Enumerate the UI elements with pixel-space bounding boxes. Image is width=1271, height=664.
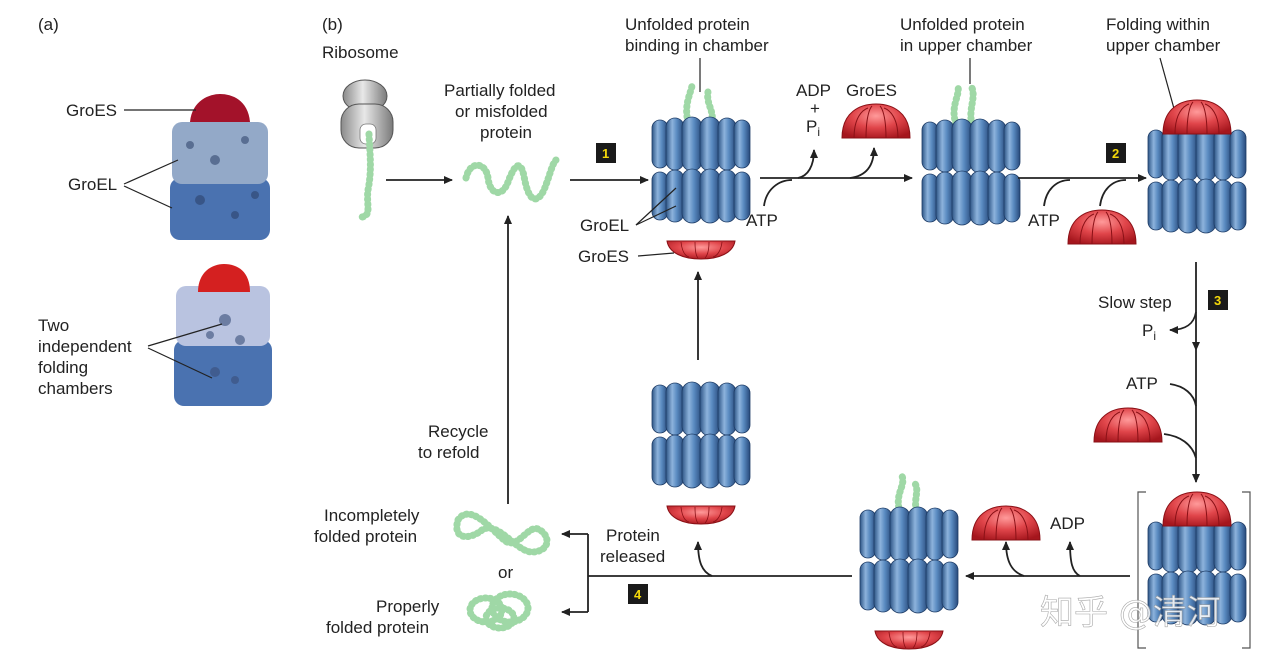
atp-label-2: ATP bbox=[1028, 211, 1060, 230]
folding-upper-label-1: Folding within bbox=[1106, 15, 1210, 34]
groel-complex-1 bbox=[651, 116, 751, 260]
nascent-protein-chain bbox=[358, 130, 374, 221]
unfolded-binding-label-2: binding in chamber bbox=[625, 36, 769, 55]
properly-label-1: Properly bbox=[376, 597, 440, 616]
chambers-label-line4: chambers bbox=[38, 379, 113, 398]
unfolded-binding-label-1: Unfolded protein bbox=[625, 15, 750, 34]
protein-released-label-1: Protein bbox=[606, 526, 660, 545]
protein-released-label-2: released bbox=[600, 547, 665, 566]
bracket-right bbox=[1242, 491, 1251, 649]
groes-cap-incoming-1 bbox=[1067, 209, 1137, 245]
recycle-label-1: Recycle bbox=[428, 422, 488, 441]
step-1-number: 1 bbox=[602, 146, 609, 161]
ribosome-label: Ribosome bbox=[322, 43, 399, 62]
groes-label-released: GroES bbox=[846, 81, 897, 100]
groel-complex-3 bbox=[1147, 99, 1247, 234]
misfolded-protein-icon bbox=[462, 156, 560, 203]
incompletely-folded-protein-icon bbox=[453, 510, 551, 556]
panel-a-label: (a) bbox=[38, 15, 59, 34]
groel-label-b: GroEL bbox=[580, 216, 629, 235]
groel-groes-structure-bottom bbox=[174, 264, 272, 406]
adp-label-1: ADP bbox=[796, 81, 831, 100]
groes-label-b: GroES bbox=[578, 247, 629, 266]
step-4-badge bbox=[628, 584, 648, 604]
pi-label-1: Pi bbox=[806, 117, 820, 139]
folding-upper-label-2: upper chamber bbox=[1106, 36, 1221, 55]
watermark-text: 知乎 @清河 bbox=[1040, 593, 1221, 633]
recycle-label-2: to refold bbox=[418, 443, 479, 462]
step-1-badge bbox=[596, 143, 616, 163]
partially-folded-label-2: or misfolded bbox=[455, 102, 548, 121]
step-2-number: 2 bbox=[1112, 146, 1119, 161]
properly-folded-protein-icon bbox=[466, 590, 532, 632]
adp-label-2: ADP bbox=[1050, 514, 1085, 533]
step-2-badge bbox=[1106, 143, 1126, 163]
partially-folded-label-3: protein bbox=[480, 123, 532, 142]
groes-label-a: GroES bbox=[66, 101, 117, 120]
groes-cap-incoming-2 bbox=[1093, 407, 1163, 443]
pi-label-2: Pi bbox=[1142, 321, 1156, 343]
groel-complex-6 bbox=[651, 381, 751, 525]
properly-label-2: folded protein bbox=[326, 618, 429, 637]
groes-cap-released-2 bbox=[971, 505, 1041, 541]
unfolded-upper-label-1: Unfolded protein bbox=[900, 15, 1025, 34]
slow-step-label: Slow step bbox=[1098, 293, 1172, 312]
step-3-badge bbox=[1208, 290, 1228, 310]
groel-complex-2 bbox=[921, 118, 1021, 226]
groel-complex-5 bbox=[859, 506, 959, 650]
chambers-label-line2: independent bbox=[38, 337, 132, 356]
bracket-left bbox=[1137, 491, 1146, 649]
partially-folded-label-1: Partially folded bbox=[444, 81, 556, 100]
atp-label-1: ATP bbox=[746, 211, 778, 230]
step-3-number: 3 bbox=[1214, 293, 1221, 308]
plus-label: + bbox=[810, 99, 820, 118]
groel-label-a: GroEL bbox=[68, 175, 117, 194]
incompletely-label-2: folded protein bbox=[314, 527, 417, 546]
chambers-label-line3: folding bbox=[38, 358, 88, 377]
groes-cap-released-1 bbox=[841, 103, 911, 139]
unfolded-upper-label-2: in upper chamber bbox=[900, 36, 1033, 55]
groel-groes-structure-top bbox=[170, 94, 270, 240]
chambers-label-line1: Two bbox=[38, 316, 69, 335]
incompletely-label-1: Incompletely bbox=[324, 506, 420, 525]
panel-b-label: (b) bbox=[322, 15, 343, 34]
or-label: or bbox=[498, 563, 513, 582]
step-4-number: 4 bbox=[634, 587, 642, 602]
atp-label-3: ATP bbox=[1126, 374, 1158, 393]
